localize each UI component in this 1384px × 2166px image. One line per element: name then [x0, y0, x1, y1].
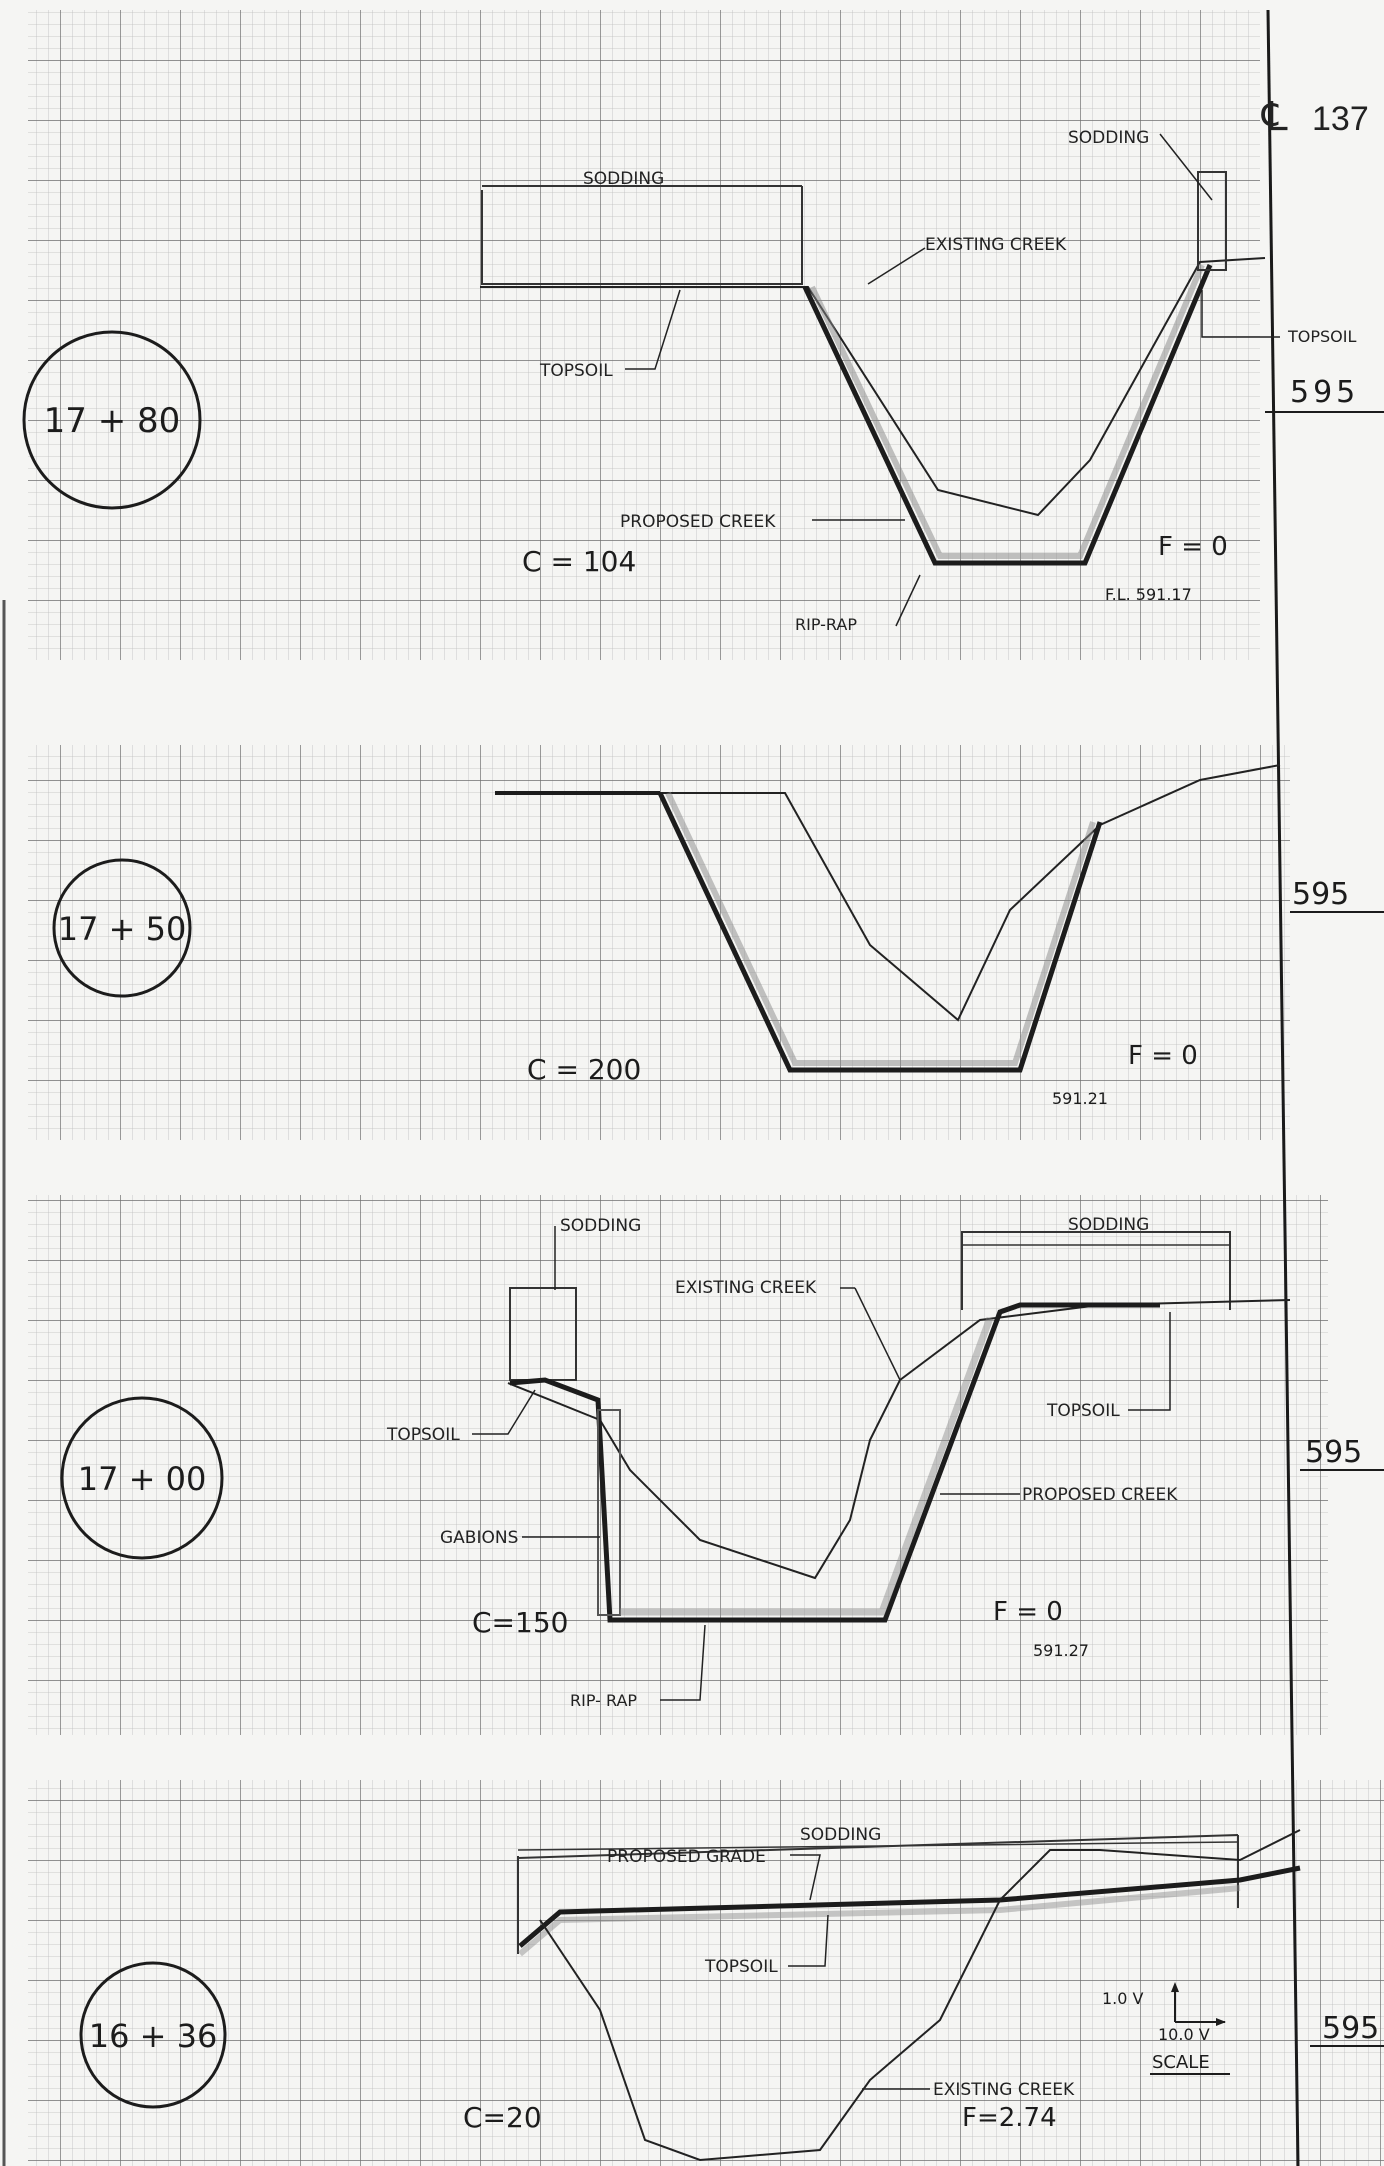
- topsoil-left-label: TOPSOIL: [539, 361, 613, 381]
- station-circle: [52, 858, 192, 998]
- existing-creek-label: EXISTING CREEK: [925, 235, 1067, 255]
- station-label: 16 + 36: [89, 2017, 218, 2055]
- flowline-value: 591.21: [1052, 1089, 1108, 1108]
- station-label: 17 + 00: [78, 1460, 207, 1498]
- scale-label: SCALE: [1152, 2052, 1210, 2073]
- section-16-36: 16 + 36 595 SODDING PROPOSED GRADE TOPSO…: [79, 1825, 1384, 2162]
- existing-creek-label: EXISTING CREEK: [675, 1278, 817, 1298]
- centerline-symbol: ℄: [1261, 95, 1288, 139]
- scale-horizontal: 10.0 V: [1158, 2025, 1210, 2044]
- topsoil-right-label: TOPSOIL: [1046, 1401, 1120, 1421]
- grid-panel-4: [28, 1780, 1384, 2166]
- scale-vertical: 1.0 V: [1102, 1989, 1144, 2008]
- station-circle: [60, 1396, 224, 1560]
- sheet-number: 137: [1312, 100, 1369, 138]
- centerline: [1266, 9, 1300, 2166]
- topsoil-right-label: TOPSOIL: [1287, 327, 1356, 346]
- proposed-grade-label: PROPOSED GRADE: [607, 1847, 766, 1867]
- station-circle: [22, 330, 202, 510]
- grid-panel-3: [28, 1195, 1328, 1735]
- sodding-right-label: SODDING: [1068, 128, 1149, 148]
- flowline-value: F.L. 591.17: [1105, 585, 1192, 604]
- sodding-right-label: SODDING: [1068, 1215, 1149, 1235]
- section-17-80: 17 + 80 595 SODDING EXISTING CREEK SODDI…: [22, 128, 1384, 634]
- fill-value: F = 0: [1128, 1041, 1198, 1071]
- elevation-label: 595: [1322, 2011, 1379, 2046]
- elevation-label: 595: [1290, 375, 1359, 410]
- cut-value: C = 200: [527, 1053, 641, 1086]
- grid-panel-2: [28, 745, 1290, 1140]
- section-17-50: 17 + 50 595 C = 200 F = 0 591.21: [52, 764, 1384, 1108]
- elevation-label: 595: [1305, 1435, 1362, 1470]
- flowline-value: 591.27: [1033, 1641, 1089, 1660]
- fill-value: F = 0: [993, 1597, 1063, 1627]
- topsoil-left-label: TOPSOIL: [386, 1425, 460, 1445]
- cut-value: C = 104: [522, 545, 636, 578]
- cut-value: C=150: [472, 1606, 568, 1639]
- proposed-creek-label: PROPOSED CREEK: [620, 512, 776, 532]
- gabions-label: GABIONS: [440, 1528, 518, 1548]
- grid-panel-1: [28, 10, 1260, 660]
- rip-rap-label: RIP- RAP: [570, 1691, 637, 1710]
- station-circle: [79, 1961, 227, 2109]
- elevation-label: 595: [1292, 877, 1349, 912]
- fill-value: F = 0: [1158, 532, 1228, 562]
- cut-value: C=20: [463, 2101, 542, 2134]
- sodding-left-label: SODDING: [560, 1216, 641, 1236]
- fill-value: F=2.74: [962, 2103, 1057, 2133]
- station-label: 17 + 50: [58, 910, 187, 948]
- existing-creek-label: EXISTING CREEK: [933, 2080, 1075, 2100]
- topsoil-label: TOPSOIL: [704, 1957, 778, 1977]
- rip-rap-label: RIP-RAP: [795, 615, 857, 634]
- scale-legend: 1.0 V 10.0 V SCALE: [1102, 1982, 1230, 2075]
- sodding-label: SODDING: [800, 1825, 881, 1845]
- proposed-creek-label: PROPOSED CREEK: [1022, 1485, 1178, 1505]
- sodding-left-label: SODDING: [583, 169, 664, 189]
- section-17-00: 17 + 00 595 SODDING SODDING EXISTING CRE…: [60, 1215, 1384, 1710]
- station-label: 17 + 80: [44, 401, 181, 441]
